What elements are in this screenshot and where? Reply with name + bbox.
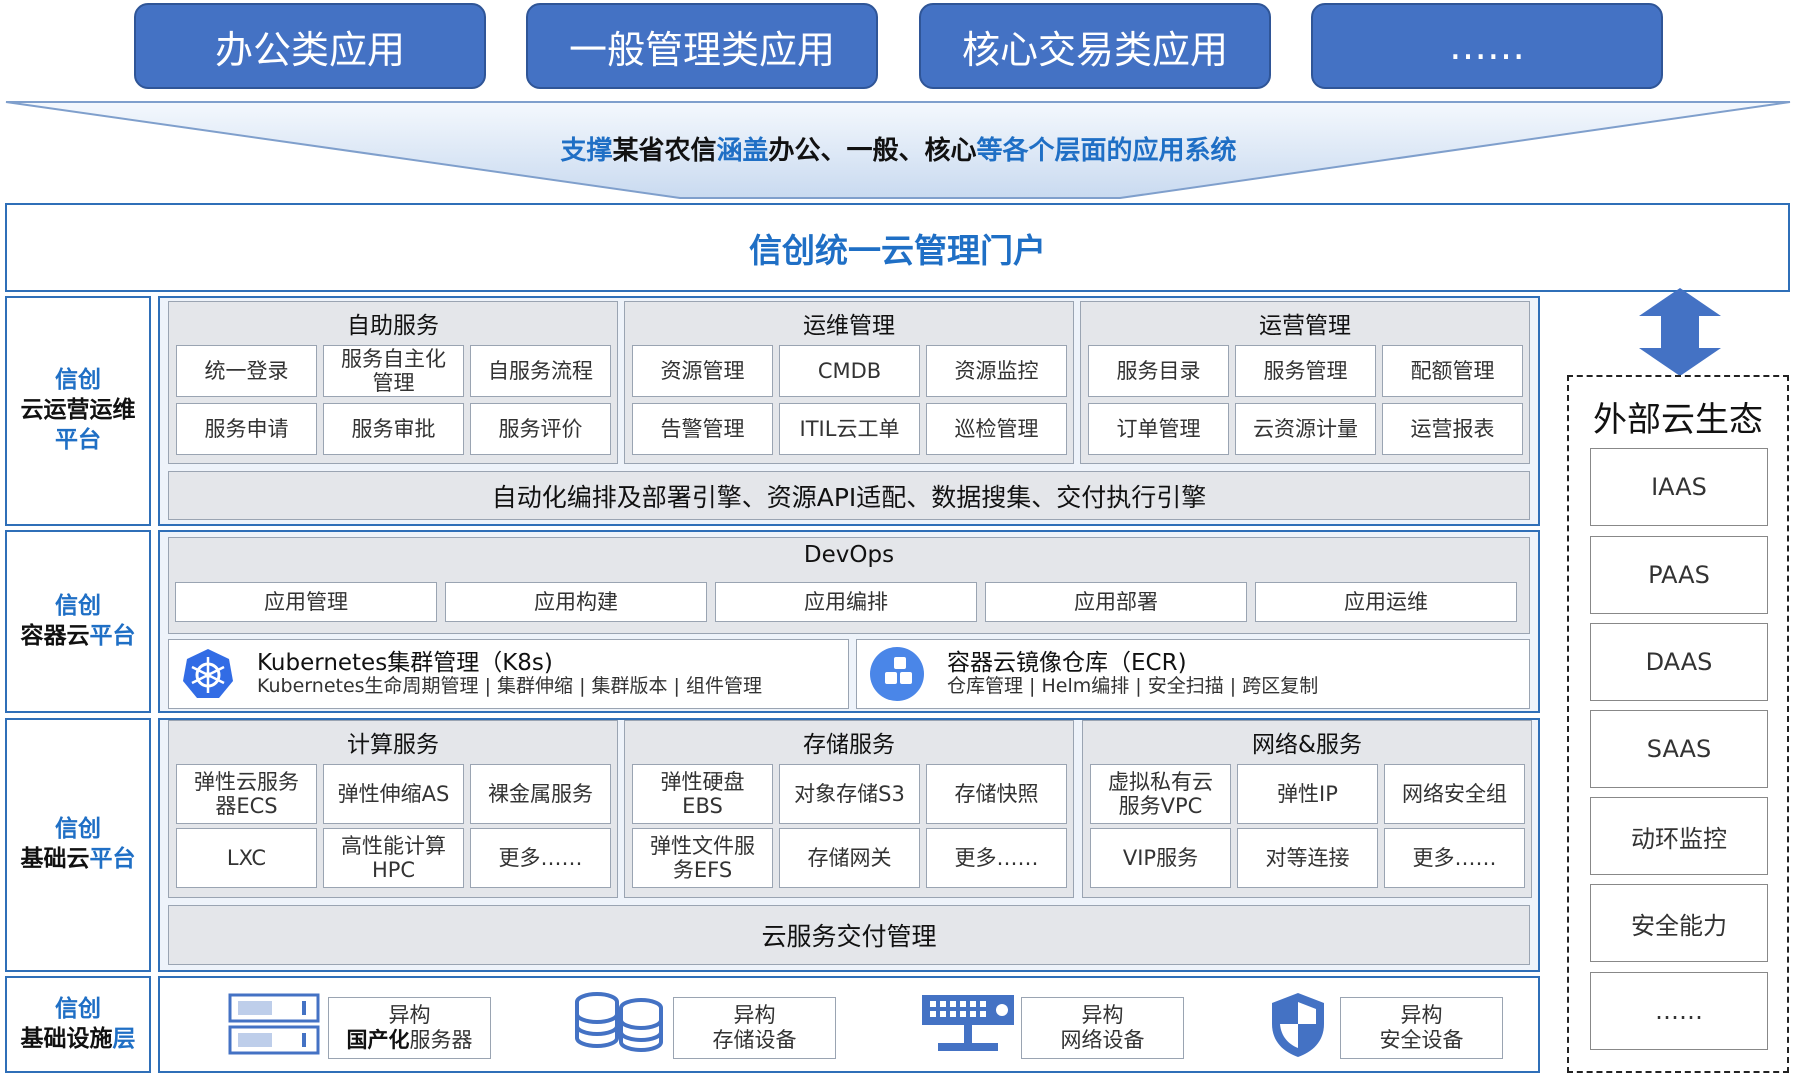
- infra-security-label: 异构安全设备: [1340, 997, 1503, 1059]
- network-service-item: 虚拟私有云 服务VPC: [1090, 764, 1231, 824]
- ops-management-title: 运维管理: [803, 313, 895, 339]
- infra-storage-label: 异构存储设备: [673, 997, 836, 1059]
- ops-management-item: 巡检管理: [926, 403, 1067, 455]
- operation-management-item: 订单管理: [1088, 403, 1229, 455]
- network-service-item: 更多……: [1384, 828, 1525, 888]
- ecr-subtitle: 仓库管理 | Helm编排 | 安全扫描 | 跨区复制: [947, 675, 1319, 698]
- support-funnel: [5, 101, 1791, 199]
- double-arrow-icon: [1639, 288, 1721, 376]
- storage-icon: [575, 992, 663, 1052]
- network-service-title: 网络&服务: [1252, 732, 1362, 758]
- ops-management-item: CMDB: [779, 345, 920, 397]
- infra-network-label: 异构网络设备: [1021, 997, 1184, 1059]
- shield-icon: [1272, 993, 1324, 1057]
- network-service-item: VIP服务: [1090, 828, 1231, 888]
- self-service-item: 服务自主化 管理: [323, 345, 464, 397]
- server-icon: [228, 993, 320, 1055]
- storage-service-title: 存储服务: [803, 732, 895, 758]
- self-service-item: 服务申请: [176, 403, 317, 455]
- compute-service-item: 裸金属服务: [470, 764, 611, 824]
- network-device-icon: [922, 995, 1014, 1051]
- ecr-title: 容器云镜像仓库（ECR): [947, 649, 1187, 676]
- ecr-panel: 容器云镜像仓库（ECR) 仓库管理 | Helm编排 | 安全扫描 | 跨区复制: [856, 639, 1530, 709]
- app-tile-more: ……: [1311, 3, 1663, 89]
- app-tile-general: 一般管理类应用: [526, 3, 878, 89]
- compute-service-item: LXC: [176, 828, 317, 888]
- layer-label-infrastructure: 信创 基础设施层: [5, 976, 151, 1073]
- network-service-item: 弹性IP: [1237, 764, 1378, 824]
- self-service-item: 自服务流程: [470, 345, 611, 397]
- storage-service-item: 存储网关: [779, 828, 920, 888]
- cloud-delivery-bar: 云服务交付管理: [168, 905, 1530, 965]
- self-service-title: 自助服务: [347, 313, 439, 339]
- ops-management-item: 资源管理: [632, 345, 773, 397]
- compute-service-item: 高性能计算 HPC: [323, 828, 464, 888]
- external-ecosystem-item: SAAS: [1590, 710, 1768, 788]
- external-ecosystem-item: 安全能力: [1590, 884, 1768, 962]
- app-tile-core: 核心交易类应用: [919, 3, 1271, 89]
- self-service-item: 统一登录: [176, 345, 317, 397]
- devops-item: 应用构建: [445, 582, 707, 622]
- k8s-title: Kubernetes集群管理（K8s): [257, 649, 553, 676]
- support-banner-text: 支撑某省农信涵盖办公、一般、核心等各个层面的应用系统: [560, 136, 1237, 166]
- storage-service-item: 存储快照: [926, 764, 1067, 824]
- operation-management-item: 配额管理: [1382, 345, 1523, 397]
- image-registry-icon: [870, 647, 924, 701]
- external-ecosystem-item: 动环监控: [1590, 797, 1768, 875]
- kubernetes-icon: [183, 649, 233, 698]
- external-ecosystem-item: DAAS: [1590, 623, 1768, 701]
- devops-item: 应用运维: [1255, 582, 1517, 622]
- devops-item: 应用编排: [715, 582, 977, 622]
- layer-label-ops: 信创 云运营运维 平台: [5, 296, 151, 526]
- external-ecosystem-item: IAAS: [1590, 448, 1768, 526]
- cloud-portal: 信创统一云管理门户: [5, 203, 1790, 292]
- layer-label-container: 信创 容器云平台: [5, 530, 151, 713]
- operation-management-item: 服务目录: [1088, 345, 1229, 397]
- compute-service-item: 弹性伸缩AS: [323, 764, 464, 824]
- storage-service-item: 对象存储S3: [779, 764, 920, 824]
- operation-management-title: 运营管理: [1259, 313, 1351, 339]
- k8s-panel: Kubernetes集群管理（K8s) Kubernetes生命周期管理 | 集…: [168, 639, 849, 709]
- layer-label-infra-cloud: 信创 基础云平台: [5, 718, 151, 972]
- app-tile-office: 办公类应用: [134, 3, 486, 89]
- ops-management-item: 告警管理: [632, 403, 773, 455]
- operation-management-item: 运营报表: [1382, 403, 1523, 455]
- devops-item: 应用管理: [175, 582, 437, 622]
- ops-management-item: ITIL云工单: [779, 403, 920, 455]
- compute-service-title: 计算服务: [347, 732, 439, 758]
- network-service-item: 网络安全组: [1384, 764, 1525, 824]
- storage-service-item: 更多……: [926, 828, 1067, 888]
- ops-management-item: 资源监控: [926, 345, 1067, 397]
- self-service-item: 服务评价: [470, 403, 611, 455]
- self-service-item: 服务审批: [323, 403, 464, 455]
- operation-management-item: 服务管理: [1235, 345, 1376, 397]
- devops-title: DevOps: [803, 542, 895, 568]
- infra-server-label: 异构 国产化服务器: [328, 997, 491, 1059]
- compute-service-item: 更多……: [470, 828, 611, 888]
- operation-management-item: 云资源计量: [1235, 403, 1376, 455]
- storage-service-item: 弹性文件服 务EFS: [632, 828, 773, 888]
- automation-engine-bar: 自动化编排及部署引擎、资源API适配、数据搜集、交付执行引擎: [168, 471, 1530, 520]
- devops-item: 应用部署: [985, 582, 1247, 622]
- k8s-subtitle: Kubernetes生命周期管理 | 集群伸缩 | 集群版本 | 组件管理: [257, 675, 762, 698]
- compute-service-item: 弹性云服务 器ECS: [176, 764, 317, 824]
- external-ecosystem-item: PAAS: [1590, 536, 1768, 614]
- external-ecosystem-item: ……: [1590, 972, 1768, 1050]
- external-ecosystem-title: 外部云生态: [1593, 400, 1763, 440]
- network-service-item: 对等连接: [1237, 828, 1378, 888]
- storage-service-item: 弹性硬盘 EBS: [632, 764, 773, 824]
